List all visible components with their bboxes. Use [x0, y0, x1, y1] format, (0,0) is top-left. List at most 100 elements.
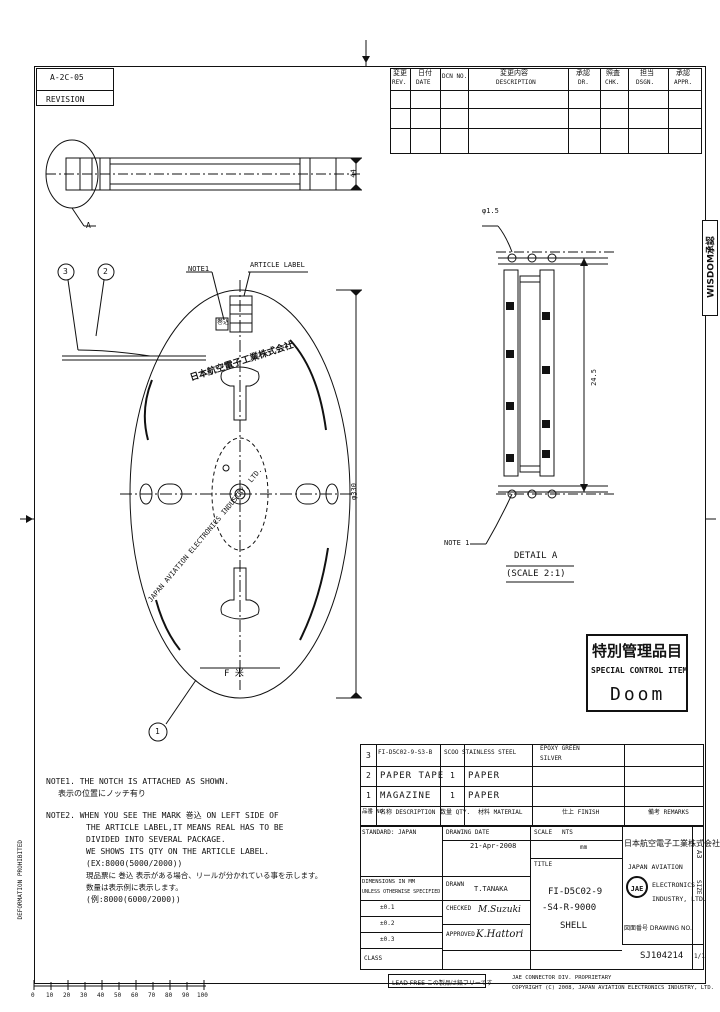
rev-h8-jp: 承認: [676, 69, 690, 77]
bom-h-desc: 名称 DESCRIPTION: [380, 809, 436, 816]
dim-hole: φ1.5: [482, 207, 499, 215]
tb-standard: STANDARD: JAPAN: [362, 829, 417, 836]
bom-row3-finish: EPOXY GREEN: [540, 745, 580, 752]
detail-a-marker: A: [86, 221, 91, 230]
rev-h6: CHK.: [605, 79, 620, 86]
tb-drawn-name: T.TANAKA: [474, 885, 508, 893]
tb-checked-label: CHECKED: [446, 905, 472, 912]
balloon-2-label: 2: [103, 267, 108, 276]
bom-h-mat: 材料 MATERIAL: [478, 809, 523, 816]
rev-h3: DCN NO.: [442, 73, 468, 80]
tb-size-label: SIZE: [695, 880, 702, 895]
tb-left-r5: ±0.3: [380, 936, 395, 943]
special-control-box: 特別管理品目 SPECIAL CONTROL ITEM Doom: [586, 634, 688, 712]
ruler-40: 40: [97, 992, 105, 999]
tb-left-r4: ±0.2: [380, 920, 395, 927]
note2f: 現品票に 巻込 表示がある場合、リールが分かれている事を示します。: [86, 871, 323, 880]
revision-table: [390, 68, 702, 154]
note2h: (例:8000(6000/2000)): [86, 895, 181, 904]
tb-sheet-value: 1/1: [694, 953, 705, 960]
bom-row3-mat: SCOO STAINLESS STEEL: [444, 749, 517, 756]
drawing-border: [34, 66, 706, 984]
tb-left-r3: ±0.1: [380, 904, 395, 911]
tb-date: 21-Apr-2008: [470, 842, 517, 850]
bom-row1-no: 1: [366, 791, 371, 800]
note2d: WE SHOWS ITS QTY ON THE ARTICLE LABEL.: [86, 847, 270, 856]
tb-scale-label: SCALE: [534, 829, 553, 836]
bom-row1-desc: MAGAZINE: [380, 791, 432, 801]
bom-row1-mat: PAPER: [468, 791, 501, 801]
detail-note: NOTE 1: [444, 539, 470, 547]
rev-h1: REV.: [392, 79, 407, 86]
rev-h4: DESCRIPTION: [496, 79, 536, 86]
reel-mark: 巻込: [217, 319, 230, 326]
note2c: DIVIDED INTO SEVERAL PACKAGE.: [86, 835, 226, 844]
article-label-tag: ARTICLE LABEL: [250, 261, 305, 269]
balloon-3-label: 3: [63, 267, 68, 276]
ruler-0: 0: [31, 992, 35, 999]
title-block: [360, 826, 704, 970]
tb-scale-value: NTS: [562, 829, 573, 836]
ruler-30: 30: [80, 992, 88, 999]
note2e: (EX:8000(5000/2000)): [86, 859, 183, 868]
tb-unit-value: mm: [580, 844, 588, 851]
bom-row2-no: 2: [366, 771, 371, 780]
bom-row3-no: 3: [366, 751, 371, 760]
rev-h5: DR.: [578, 79, 589, 86]
tb-company-en1: JAPAN AVIATION: [628, 863, 683, 871]
special-control-jp: 特別管理品目: [592, 642, 683, 660]
detail-scale: (SCALE 2:1): [506, 569, 566, 579]
ruler-80: 80: [165, 992, 173, 999]
bom-h-qty: 数量 QTY.: [440, 809, 471, 816]
notes: NOTE1. THE NOTCH IS ATTACHED AS SHOWN. 表…: [46, 776, 322, 906]
tb-drawing-no-label: 図面番号 DRAWING NO.: [624, 925, 692, 932]
copyright-1: JAE CONNECTOR DIV. PROPRIETARY: [512, 975, 612, 981]
ruler-60: 60: [131, 992, 139, 999]
tb-size-value: A3: [695, 850, 703, 859]
note1: NOTE1. THE NOTCH IS ATTACHED AS SHOWN.: [46, 777, 230, 786]
side-tag: WISDOM承認: [702, 220, 718, 316]
balloon-1-label: 1: [155, 727, 160, 736]
tb-part-suffix: -S4-R-9000: [542, 903, 597, 913]
rev-h7-jp: 担当: [640, 69, 654, 77]
lead-free-box: LEAD FREE この製品は鉛フリーです: [388, 974, 493, 988]
note2a: NOTE2. WHEN YOU SEE THE MARK 巻込 ON LEFT …: [46, 811, 279, 820]
ruler-100: 100: [197, 992, 208, 999]
tb-drawn-label: DRAWN: [446, 881, 465, 888]
note2b: THE ARTICLE LABEL,IT MEANS REAL HAS TO B…: [86, 823, 284, 832]
note2g: 数量は表示例に表示します。: [86, 883, 183, 892]
ruler-50: 50: [114, 992, 122, 999]
special-control-code: Doom: [610, 684, 666, 705]
ruler-20: 20: [63, 992, 71, 999]
tb-left-r7: CLASS: [364, 955, 383, 962]
tb-company-jp: 日本航空電子工業株式会社: [624, 839, 720, 848]
tb-company-en3: INDUSTRY, LTD.: [652, 895, 707, 903]
detail-title: DETAIL A: [514, 551, 558, 561]
bom-row3-desc: FI-D5C02-9-S3-B: [378, 749, 433, 756]
ruler-90: 90: [182, 992, 190, 999]
special-control-en: SPECIAL CONTROL ITEM: [591, 666, 688, 675]
tb-part-title-label: TITLE: [534, 861, 553, 868]
rev-h2-jp: 日付: [418, 69, 432, 77]
ruler-10: 10: [46, 992, 54, 999]
tb-approved-sign: K.Hattori: [476, 929, 524, 940]
note1-jp: 表示の位置にノッチ有り: [58, 789, 146, 798]
bom-row2-desc: PAPER TAPE: [380, 771, 445, 781]
tb-date-label: DRAWING DATE: [446, 829, 490, 836]
rev-h4-jp: 変更内容: [500, 69, 528, 77]
jae-logo: JAE: [626, 876, 648, 898]
bom-h-finish: 仕上 FINISH: [562, 809, 600, 816]
tb-approved-label: APPROVED: [446, 931, 475, 938]
lead-free-text: LEAD FREE この製品は鉛フリーです: [392, 980, 493, 987]
rev-h5-jp: 承認: [576, 69, 590, 77]
rev-h2: DATE: [416, 79, 431, 86]
tb-company-en2: ELECTRONICS: [652, 881, 696, 889]
top-left-line1: A-2C-05: [50, 73, 84, 82]
tb-part-desc: SHELL: [560, 921, 588, 931]
note1-header: NOTE1: [188, 265, 210, 273]
rev-h6-jp: 照査: [606, 69, 620, 77]
tb-tolerance: UNLESS OTHERWISE SPECIFIED: [362, 889, 441, 895]
